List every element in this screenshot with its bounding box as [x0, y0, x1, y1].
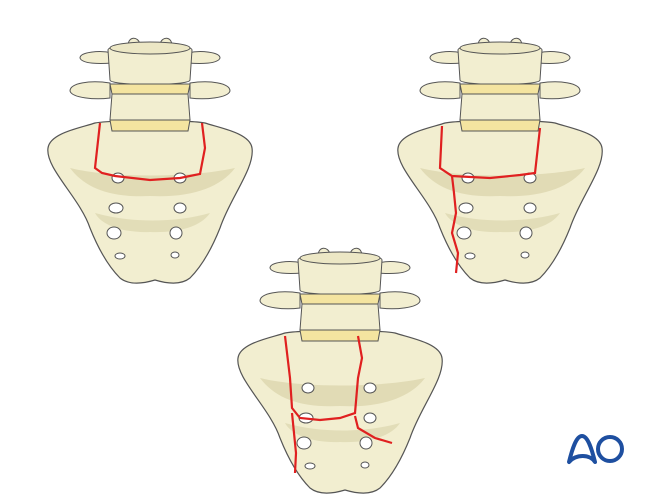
- fracture-line: [353, 415, 393, 445]
- sacral-fracture-illustration-top-right: [397, 37, 603, 284]
- fracture-line: [93, 122, 207, 182]
- logo-text: AO: [566, 430, 568, 431]
- ao-logo: AO: [566, 430, 624, 464]
- fracture-line: [450, 175, 460, 274]
- fracture-line: [438, 125, 542, 180]
- fracture-line: [283, 335, 364, 422]
- sacral-fracture-illustration-top-left: [47, 37, 253, 284]
- fracture-line: [290, 412, 298, 474]
- sacral-fracture-illustration-bottom: [237, 247, 443, 494]
